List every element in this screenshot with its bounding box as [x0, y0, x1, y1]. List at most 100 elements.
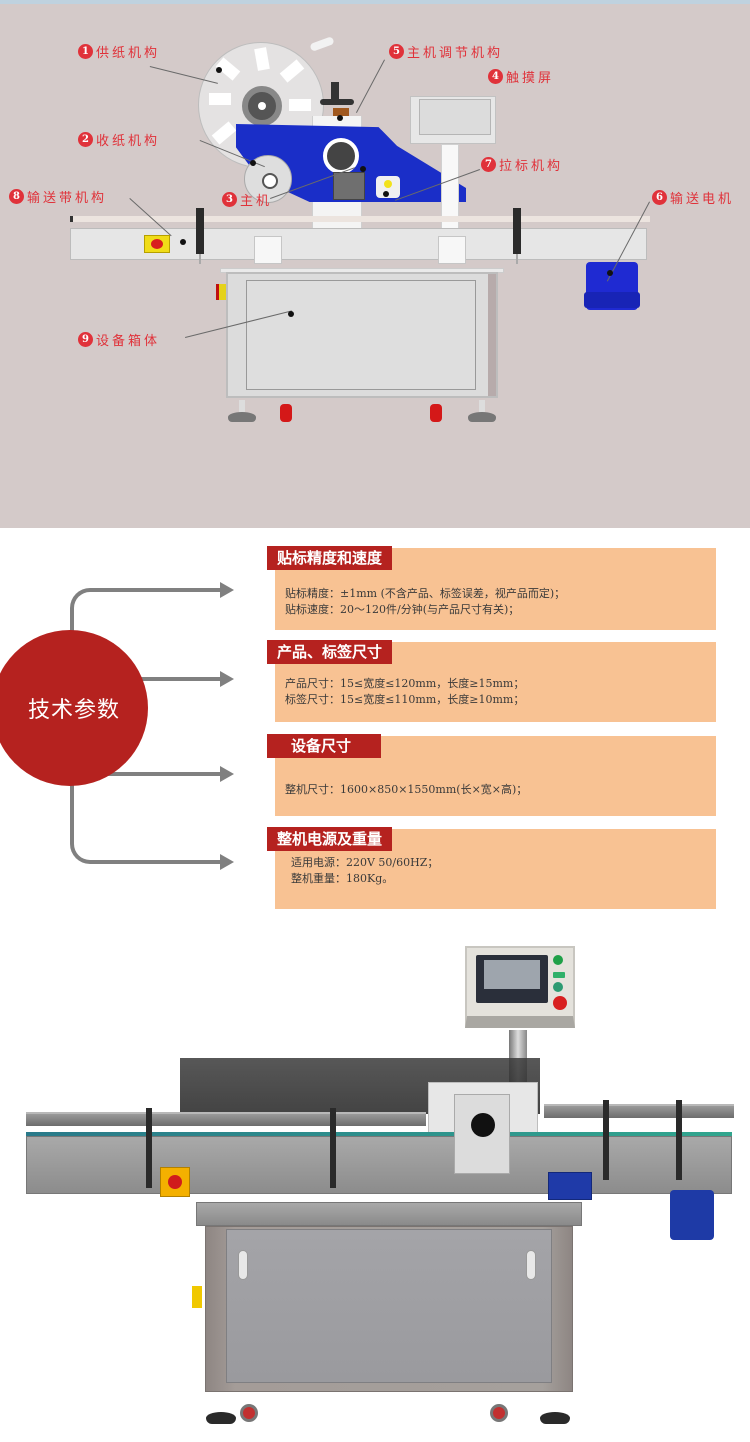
guide-rail-post-drawing — [513, 208, 521, 264]
caster-wheel — [240, 1404, 258, 1422]
card-title: 产品、标签尺寸 — [267, 640, 393, 664]
door-handle — [238, 1250, 248, 1280]
technical-parameters-hub: 技术参数 — [0, 630, 148, 786]
mount-plate-drawing — [254, 236, 282, 264]
emergency-stop-icon — [553, 996, 567, 1010]
status-indicator-icon — [553, 972, 565, 978]
conveyor-motor-drawing — [584, 262, 640, 310]
arrow-right-icon — [220, 582, 234, 598]
spec-card-dimensions: 设备尺寸 整机尺寸：1600×850×1550mm(长×宽×高)； — [267, 734, 716, 816]
callout-number: 2 — [78, 132, 93, 147]
pointer-dot — [337, 115, 343, 121]
leveling-foot — [540, 1412, 570, 1424]
spec-line: 整机重量：180Kg。 — [291, 872, 394, 885]
callout-label: 主机 — [240, 194, 273, 209]
arrow-line — [100, 772, 220, 776]
guide-rail-left — [26, 1112, 426, 1126]
spec-line: 贴标精度：±1mm (不含产品、标签误差，视产品而定)； — [285, 587, 566, 600]
reset-button-icon — [553, 982, 563, 992]
leader-line — [355, 59, 385, 113]
card-body: 产品尺寸：15≤宽度≤120mm，长度≥15mm； 标签尺寸：15≤宽度≤110… — [285, 676, 524, 708]
callout-label: 供纸机构 — [96, 46, 161, 61]
cabinet-top — [196, 1202, 582, 1226]
card-body: 贴标精度：±1mm (不含产品、标签误差，视产品而定)； 贴标速度：20～120… — [285, 586, 565, 618]
spec-line: 适用电源：220V 50/60HZ； — [291, 856, 439, 869]
card-title: 整机电源及重量 — [267, 827, 393, 851]
adjust-knob-drawing — [331, 82, 339, 102]
pointer-dot — [180, 239, 186, 245]
top-band — [0, 0, 750, 4]
photo-emergency-stop — [160, 1167, 190, 1197]
start-button-icon — [553, 955, 563, 965]
emergency-stop-drawing — [144, 235, 170, 253]
connector-top-curve — [70, 588, 110, 642]
adjust-block-drawing — [333, 108, 349, 116]
guide-post — [146, 1108, 152, 1188]
arrow-line — [108, 860, 220, 864]
callout-label: 设备箱体 — [96, 334, 161, 349]
side-switch — [192, 1286, 202, 1308]
callout-label: 触摸屏 — [506, 71, 555, 86]
card-body: 适用电源：220V 50/60HZ； 整机重量：180Kg。 — [291, 855, 438, 887]
rewind-wheel-drawing — [244, 155, 292, 203]
conveyor-rail-drawing — [70, 216, 650, 222]
callout-label: 收纸机构 — [96, 134, 161, 149]
labeling-machine-diagram: 1 供纸机构 2 收纸机构 3 主机 4 触摸屏 5 主机调节机构 6 输送电机… — [0, 0, 750, 528]
callout-main-unit: 3 主机 — [222, 190, 272, 209]
leveling-foot-drawing — [468, 400, 496, 422]
spec-card-precision-speed: 贴标精度和速度 贴标精度：±1mm (不含产品、标签误差，视产品而定)； 贴标速… — [267, 546, 716, 630]
spec-line: 标签尺寸：15≤宽度≤110mm，长度≥10mm； — [285, 693, 525, 706]
callout-touchscreen: 4 触摸屏 — [488, 67, 554, 86]
conveyor-belt — [26, 1132, 732, 1136]
pointer-dot — [250, 160, 256, 166]
callout-label: 输送带机构 — [27, 191, 108, 206]
spec-card-sizes: 产品、标签尺寸 产品尺寸：15≤宽度≤120mm，长度≥15mm； 标签尺寸：1… — [267, 640, 716, 722]
arrow-right-icon — [220, 766, 234, 782]
callout-label: 输送电机 — [670, 192, 735, 207]
callout-supply-mechanism: 1 供纸机构 — [78, 42, 160, 61]
spec-card-power-weight: 整机电源及重量 适用电源：220V 50/60HZ； 整机重量：180Kg。 — [267, 827, 716, 909]
callout-label: 主机调节机构 — [407, 46, 504, 61]
pointer-dot — [288, 311, 294, 317]
tension-arm-drawing — [309, 36, 335, 52]
side-button-drawing — [216, 284, 226, 300]
guide-rail-right — [544, 1104, 734, 1118]
pointer-dot — [607, 270, 613, 276]
callout-number: 4 — [488, 69, 503, 84]
callout-label: 拉标机构 — [499, 159, 564, 174]
callout-rewind-mechanism: 2 收纸机构 — [78, 130, 160, 149]
caster-wheel — [490, 1404, 508, 1422]
door-handle — [526, 1250, 536, 1280]
hub-label: 技术参数 — [27, 698, 120, 723]
nameplate — [548, 1172, 592, 1200]
applicator-mount-knob — [454, 1094, 510, 1174]
card-title: 设备尺寸 — [267, 734, 382, 758]
guide-post — [603, 1100, 609, 1180]
spec-line: 贴标速度：20～120件/分钟(与产品尺寸有关)； — [285, 603, 520, 616]
adjust-handwheel-drawing — [320, 99, 354, 105]
callout-number: 1 — [78, 44, 93, 59]
callout-number: 8 — [9, 189, 24, 204]
guide-post — [676, 1100, 682, 1180]
callout-number: 7 — [481, 157, 496, 172]
leveling-foot — [206, 1412, 236, 1424]
conveyor-frame — [26, 1136, 732, 1194]
arrow-right-icon — [220, 854, 234, 870]
mount-plate-drawing — [438, 236, 466, 264]
callout-label-pulling: 7 拉标机构 — [481, 155, 563, 174]
photo-conveyor-motor — [670, 1190, 714, 1240]
connector-bottom-curve — [70, 780, 110, 864]
callout-number: 3 — [222, 192, 237, 207]
callout-conveyor-motor: 6 输送电机 — [652, 188, 734, 207]
arrow-line — [108, 588, 220, 592]
callout-number: 6 — [652, 190, 667, 205]
cabinet-door — [226, 1229, 552, 1383]
guide-post — [330, 1108, 336, 1188]
leveling-foot-drawing — [228, 400, 256, 422]
motor-box-drawing — [333, 172, 365, 200]
cabinet-door-drawing — [246, 280, 476, 390]
pointer-dot — [383, 191, 389, 197]
callout-cabinet: 9 设备箱体 — [78, 330, 160, 349]
touchscreen-display — [476, 955, 548, 1003]
arrow-right-icon — [220, 671, 234, 687]
